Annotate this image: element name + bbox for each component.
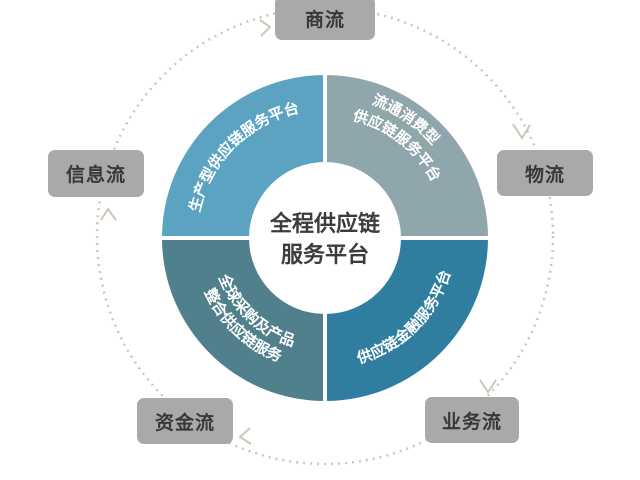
arrow-to-commerce-icon <box>259 19 272 37</box>
flow-box-business: 业务流 <box>425 397 519 443</box>
flow-box-logistics: 物流 <box>497 150 593 196</box>
center-circle <box>249 162 401 314</box>
flow-box-information: 信息流 <box>48 150 144 197</box>
arrow-to-capital-icon <box>238 427 252 445</box>
segment-global-sourcing <box>162 238 325 401</box>
segment-production <box>162 75 325 238</box>
flow-arrowheads <box>100 19 531 445</box>
arrow-to-business-icon <box>479 379 497 394</box>
arrow-to-logistics-icon <box>512 123 531 140</box>
segment-finance <box>325 238 488 401</box>
center-title-line2: 服务平台 <box>281 242 369 268</box>
center-title-line1: 全程供应链 <box>269 211 380 237</box>
arrow-to-information-icon <box>100 207 117 221</box>
flow-box-capital: 资金流 <box>137 398 233 444</box>
segment-distribution <box>325 75 488 238</box>
flow-cycle-dotted-path <box>95 6 555 466</box>
flow-box-commerce: 商流 <box>275 0 375 40</box>
